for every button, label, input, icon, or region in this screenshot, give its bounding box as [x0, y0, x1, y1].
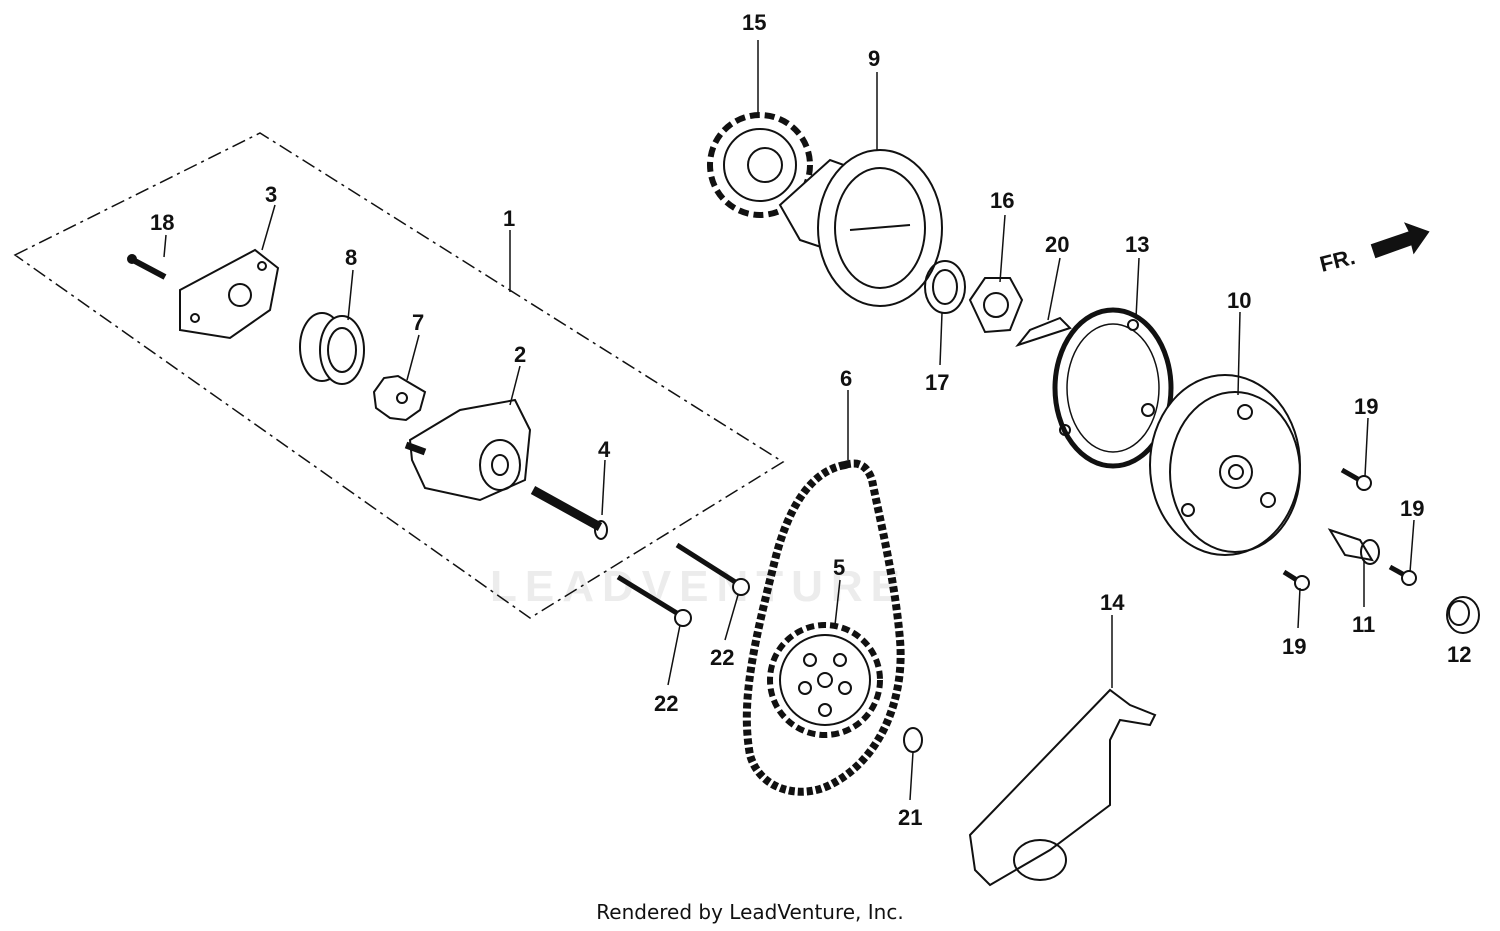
part-18-bolt[interactable] — [127, 254, 167, 280]
callout-12[interactable]: 12 — [1447, 642, 1471, 667]
callout-19[interactable]: 19 — [1400, 496, 1424, 521]
part-8-outer-rotor[interactable] — [299, 312, 365, 385]
callout-22[interactable]: 22 — [654, 691, 678, 716]
part-19-screw[interactable] — [1388, 564, 1417, 586]
callout-13[interactable]: 13 — [1125, 232, 1149, 257]
callout-2[interactable]: 2 — [514, 342, 526, 367]
callout-20[interactable]: 20 — [1045, 232, 1069, 257]
part-22-bolt[interactable] — [616, 574, 692, 627]
part-7-inner-rotor[interactable] — [372, 374, 427, 422]
part-4-pump-shaft[interactable] — [530, 486, 608, 540]
callout-19[interactable]: 19 — [1282, 634, 1306, 659]
callout-16[interactable]: 16 — [990, 188, 1014, 213]
callout-7[interactable]: 7 — [412, 310, 424, 335]
part-10-oil-pump-cover[interactable] — [1149, 374, 1301, 556]
part-6-drive-chain[interactable] — [742, 459, 905, 796]
part-21-clip[interactable] — [903, 727, 923, 753]
part-12-plug[interactable] — [1446, 596, 1480, 634]
leader-lines — [163, 40, 1415, 801]
part-2-pump-body[interactable] — [404, 398, 532, 502]
callout-14[interactable]: 14 — [1100, 590, 1125, 615]
watermark: LEADVENTURE — [490, 562, 909, 611]
callout-22[interactable]: 22 — [710, 645, 734, 670]
part-19-screw[interactable] — [1282, 569, 1310, 591]
footer-credit: Rendered by LeadVenture, Inc. — [596, 900, 904, 924]
front-direction-label: FR. — [1317, 244, 1357, 277]
callout-15[interactable]: 15 — [742, 10, 766, 35]
part-22-bolt[interactable] — [675, 542, 750, 596]
part-11-fitting[interactable] — [1327, 528, 1380, 565]
callout-1[interactable]: 1 — [503, 206, 515, 231]
callout-8[interactable]: 8 — [345, 245, 357, 270]
assembly-boundary — [13, 132, 785, 619]
part-16-nut[interactable] — [968, 277, 1024, 334]
front-direction-arrow — [1370, 222, 1430, 259]
callout-18[interactable]: 18 — [150, 210, 174, 235]
callout-4[interactable]: 4 — [598, 437, 611, 462]
callout-9[interactable]: 9 — [868, 46, 880, 71]
part-14-plate[interactable] — [968, 688, 1157, 887]
callout-10[interactable]: 10 — [1227, 288, 1251, 313]
part-20-cotter-pin[interactable] — [1015, 316, 1072, 347]
callout-5[interactable]: 5 — [833, 555, 845, 580]
callout-11[interactable]: 11 — [1352, 612, 1375, 637]
callout-6[interactable]: 6 — [840, 366, 852, 391]
part-13-gasket[interactable] — [1052, 307, 1174, 469]
callout-17[interactable]: 17 — [925, 370, 949, 395]
part-9-driven-housing[interactable] — [778, 149, 943, 307]
callout-19[interactable]: 19 — [1354, 394, 1378, 419]
part-17-washer[interactable] — [924, 260, 966, 314]
part-19-screw[interactable] — [1340, 467, 1372, 491]
part-15-drive-gear[interactable] — [707, 112, 813, 218]
callout-21[interactable]: 21 — [898, 805, 922, 830]
part-5-sprocket[interactable] — [767, 622, 883, 738]
part-3-pump-cover[interactable] — [179, 248, 280, 340]
callout-3[interactable]: 3 — [265, 182, 277, 207]
